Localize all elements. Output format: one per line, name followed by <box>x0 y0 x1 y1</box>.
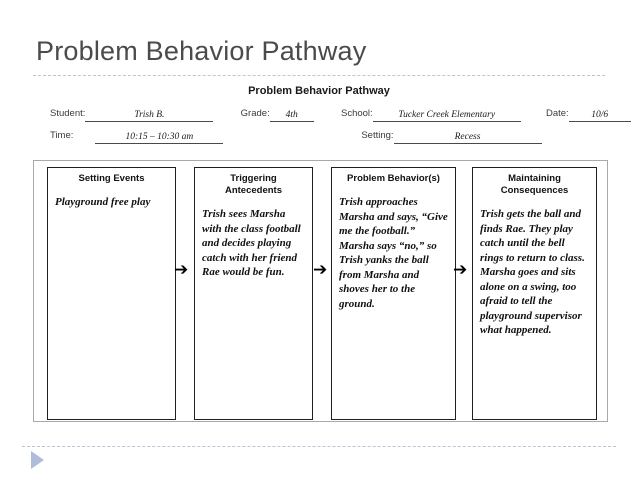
field-school-label: School: <box>341 108 373 119</box>
flow-arrow-icon: ➔ <box>453 260 468 280</box>
pathway-box-body: Trish approaches Marsha and says, “Give … <box>339 196 448 310</box>
pathway-box-problem-behaviors[interactable]: Problem Behavior(s) Trish approaches Mar… <box>331 167 456 420</box>
field-student: Student:Trish B. <box>50 108 214 122</box>
pathway-box-triggering-antecedents[interactable]: Triggering Antecedents Trish sees Marsha… <box>194 167 313 420</box>
field-grade: Grade:4th <box>240 108 314 122</box>
pathway-box-header: Triggering Antecedents <box>224 173 282 196</box>
field-time-label: Time: <box>50 130 74 141</box>
field-date: Date:10/6 <box>545 108 631 122</box>
footer-divider <box>22 446 616 447</box>
pathway-box-maintaining-consequences[interactable]: Maintaining Consequences Trish gets the … <box>472 167 597 420</box>
field-date-value[interactable]: 10/6 <box>568 110 631 122</box>
form-row-bottom: Time: 10:15 – 10:30 am Setting:Recess <box>50 130 542 144</box>
field-setting-label: Setting: <box>361 130 394 141</box>
field-student-value[interactable]: Trish B. <box>85 110 214 122</box>
field-setting-value[interactable]: Recess <box>393 132 542 144</box>
field-time-value[interactable]: 10:15 – 10:30 am <box>95 132 224 144</box>
field-setting: Setting:Recess <box>361 130 542 144</box>
worksheet-title: Problem Behavior Pathway <box>248 85 390 97</box>
field-student-label: Student: <box>50 108 86 119</box>
field-grade-label: Grade: <box>240 108 270 119</box>
pathway-box-setting-events[interactable]: Setting Events Playground free play <box>47 167 176 420</box>
pathway-box-body: Trish sees Marsha with the class footbal… <box>202 208 301 278</box>
field-date-label: Date: <box>545 108 569 119</box>
title-divider <box>33 75 605 76</box>
field-school-value[interactable]: Tucker Creek Elementary <box>372 110 521 122</box>
pathway-box-header: Problem Behavior(s) <box>347 173 440 184</box>
flow-arrow-icon: ➔ <box>313 260 328 280</box>
pathway-box-body: Trish gets the ball and finds Rae. They … <box>480 208 585 336</box>
page-title: Problem Behavior Pathway <box>36 36 367 66</box>
pathway-box-header: Setting Events <box>78 173 145 184</box>
field-school: School:Tucker Creek Elementary <box>341 108 521 122</box>
pathway-box-body: Playground free play <box>55 196 151 208</box>
flow-arrow-icon: ➔ <box>174 260 189 280</box>
pathway-box-header: Maintaining Consequences <box>500 173 569 196</box>
field-grade-value[interactable]: 4th <box>269 110 314 122</box>
play-triangle-icon <box>31 451 44 469</box>
form-row-top: Student:Trish B. Grade:4th School:Tucker… <box>50 108 631 122</box>
field-time: Time: 10:15 – 10:30 am <box>50 130 224 144</box>
